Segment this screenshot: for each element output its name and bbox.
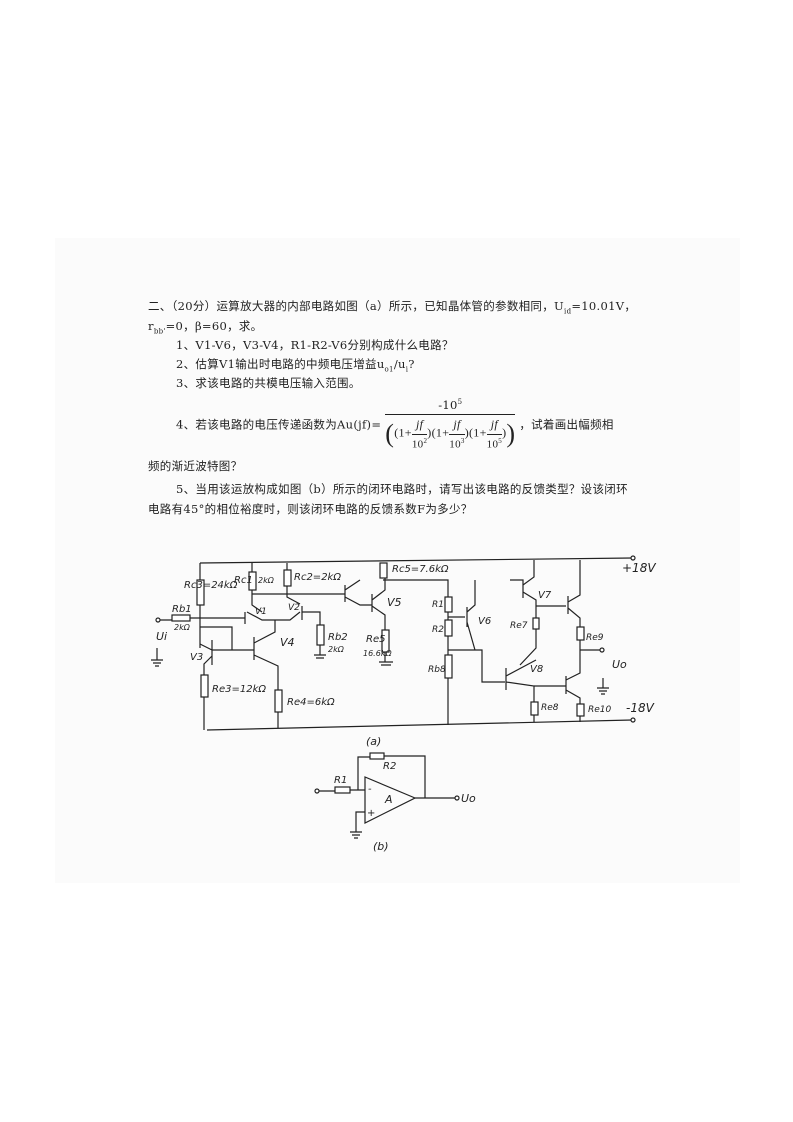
terminal-node bbox=[630, 717, 636, 723]
ground-icon bbox=[597, 678, 609, 695]
label-uo: Uo bbox=[461, 792, 476, 805]
resistor-r2 bbox=[369, 752, 385, 760]
label-rb2-value: 2kΩ bbox=[328, 645, 345, 654]
label-r2: R2 bbox=[383, 761, 396, 772]
ground-icon bbox=[151, 648, 163, 667]
label-re8: Re8 bbox=[541, 703, 559, 713]
label-r1: R1 bbox=[432, 600, 444, 610]
opamp-triangle bbox=[364, 776, 417, 824]
label-v8: V8 bbox=[530, 664, 543, 675]
transistor-v3 bbox=[199, 626, 248, 730]
label-rb2: Rb2 bbox=[328, 632, 348, 643]
label-minus: - bbox=[368, 784, 372, 795]
label-rc1-value: 2kΩ bbox=[258, 576, 275, 585]
label-rc2: Rc2=2kΩ bbox=[294, 572, 341, 583]
item-3: 3、求该电路的共模电压输入范围。 bbox=[176, 376, 361, 390]
resistor-rb2 bbox=[316, 624, 325, 646]
label-rb1-value: 2kΩ bbox=[174, 623, 191, 632]
ground-icon bbox=[379, 652, 393, 666]
label-r2: R2 bbox=[432, 625, 444, 635]
label-rb8: Rb8 bbox=[428, 665, 446, 675]
resistor-rc2 bbox=[283, 569, 292, 587]
label-plus: + bbox=[367, 808, 375, 819]
wire bbox=[319, 755, 455, 839]
resistor-rc3 bbox=[196, 579, 205, 606]
terminal-node bbox=[630, 555, 636, 561]
output-stage bbox=[505, 560, 600, 722]
resistor-r2 bbox=[444, 619, 453, 637]
resistor-re8 bbox=[530, 701, 539, 716]
label-v4: V4 bbox=[280, 636, 295, 649]
resistor-re3 bbox=[200, 674, 209, 698]
input-node bbox=[314, 788, 320, 794]
bias-network bbox=[420, 579, 505, 725]
ground-icon bbox=[314, 645, 326, 659]
output-node bbox=[599, 647, 605, 653]
label-rc5: Rc5=7.6kΩ bbox=[392, 564, 449, 575]
label-v5: V5 bbox=[387, 596, 402, 609]
item-5: 5、当用该运放构成如图（b）所示的闭环电路时，请写出该电路的反馈类型？设该闭环 bbox=[176, 482, 628, 496]
transistor-v4 bbox=[248, 620, 279, 728]
item-4-continued: 频的渐近波特图？ bbox=[148, 459, 243, 473]
item-2: 2、估算V1输出时电路的中频电压增益uo1/ui? bbox=[176, 357, 415, 374]
label-vpos: +18V bbox=[622, 561, 656, 575]
label-uo: Uo bbox=[612, 658, 627, 671]
label-vneg: -18V bbox=[626, 701, 655, 715]
item-1: 1、V1-V6，V3-V4，R1-R2-V6分别构成什么电路？ bbox=[176, 338, 454, 352]
label-re5-value: 16.6kΩ bbox=[363, 649, 392, 658]
label-re5: Re5 bbox=[366, 634, 385, 645]
label-rb1: Rb1 bbox=[172, 604, 192, 615]
figure-a-caption: (a) bbox=[366, 735, 381, 748]
label-ui: Ui bbox=[156, 630, 167, 643]
label-re10: Re10 bbox=[588, 705, 612, 715]
label-rc1: Rc1 bbox=[234, 575, 253, 586]
negative-rail bbox=[206, 719, 633, 731]
resistor-re7 bbox=[532, 617, 540, 630]
input-node bbox=[155, 617, 161, 623]
label-re7: Re7 bbox=[510, 621, 528, 631]
resistor-rc5 bbox=[379, 562, 388, 579]
positive-rail bbox=[199, 557, 633, 564]
resistor-rb8 bbox=[444, 654, 453, 679]
resistor-r1 bbox=[444, 596, 453, 613]
resistor-re4 bbox=[274, 689, 283, 713]
resistor-re9 bbox=[576, 626, 585, 641]
circuit-a: +18V -18V Rc3=24kΩ Rb1 2kΩ Ui V3 Re3=12k… bbox=[151, 555, 656, 748]
output-node bbox=[454, 795, 460, 801]
question-header: 二、（20分）运算放大器的内部电路如图（a）所示，已知晶体管的参数相同，Uid=… bbox=[148, 299, 637, 316]
transistor-pair-v1-v2 bbox=[244, 563, 345, 625]
label-v1: V1 bbox=[255, 607, 267, 617]
resistor-re10 bbox=[576, 703, 585, 717]
item-5-continued: 电路有45°的相位裕度时，则该闭环电路的反馈系数F为多少？ bbox=[148, 502, 473, 516]
label-v2: V2 bbox=[288, 603, 300, 613]
figure-b-caption: (b) bbox=[373, 840, 389, 853]
label-rc3: Rc3=24kΩ bbox=[184, 580, 238, 591]
label-r1: R1 bbox=[334, 775, 347, 786]
label-re4: Re4=6kΩ bbox=[287, 697, 335, 708]
resistor-rc1 bbox=[248, 571, 257, 591]
resistor-rb1 bbox=[171, 614, 191, 622]
label-v6: V6 bbox=[478, 616, 491, 627]
question-params: rbb'=0，β=60，求。 bbox=[148, 319, 263, 336]
label-v3: V3 bbox=[190, 652, 203, 663]
label-re9: Re9 bbox=[586, 633, 604, 643]
label-amp: A bbox=[384, 793, 393, 806]
resistor-r1 bbox=[334, 786, 351, 794]
label-v7: V7 bbox=[538, 590, 552, 601]
circuit-b: A - + R1 R2 Uo (b) bbox=[314, 752, 476, 853]
wire bbox=[160, 617, 245, 621]
label-re3: Re3=12kΩ bbox=[212, 684, 266, 695]
